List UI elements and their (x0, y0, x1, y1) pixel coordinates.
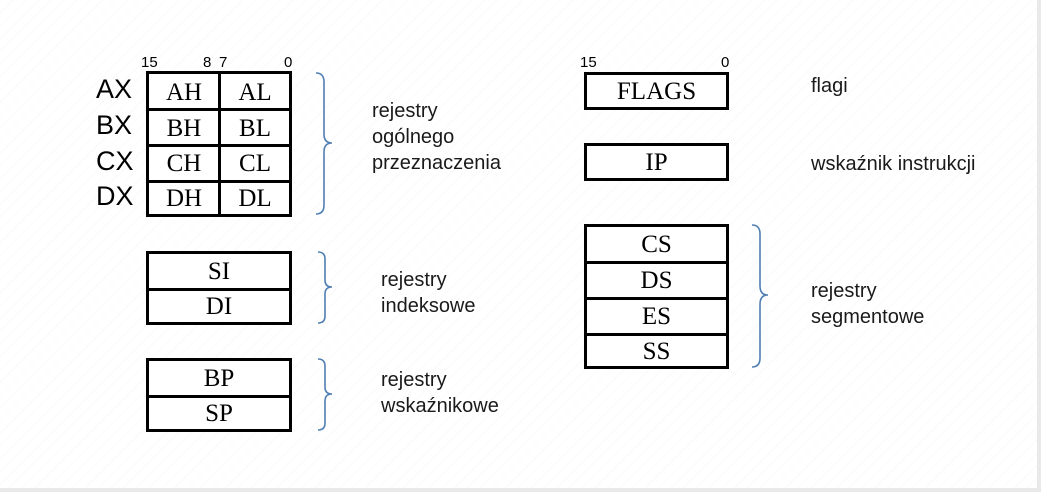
register-cell-di: DI (205, 293, 233, 320)
register-cell-ss: SS (642, 337, 671, 365)
register-cell-es: ES (587, 300, 726, 336)
label-flags: flagi (811, 75, 848, 97)
row-divider (149, 180, 289, 183)
register-cell-bp: BP (149, 361, 289, 398)
register-cell-sp: SP (205, 400, 233, 427)
register-cell-ds: DS (587, 264, 726, 300)
label-segment-line2: segmentowe (811, 306, 925, 328)
label-general-line3: przeznaczenia (372, 152, 501, 174)
brace-pointer (317, 358, 333, 431)
segment-register-table: CS DS ES SS (584, 224, 729, 369)
label-general-line1: rejestry (372, 100, 438, 122)
label-pointer-line1: rejestry (381, 369, 447, 391)
flags-register-table: FLAGS (584, 72, 729, 110)
register-name-cx: CX (96, 146, 134, 176)
row-divider (149, 108, 289, 111)
ip-register-table: IP (584, 143, 729, 181)
register-cell-cs: CS (587, 227, 726, 264)
register-name-dx: DX (96, 181, 134, 211)
brace-index (317, 251, 333, 324)
label-segment-line1: rejestry (811, 280, 877, 302)
bit-label-0: 0 (721, 54, 730, 71)
register-name-bx: BX (96, 110, 133, 140)
label-general-line2: ogólnego (372, 126, 455, 148)
row-divider (149, 144, 289, 147)
label-ip: wskaźnik instrukcji (811, 153, 976, 175)
general-register-table: AH AL BH BL CH CL DH DL (146, 71, 292, 217)
bit-label-7: 7 (219, 54, 228, 71)
slide-edge (0, 488, 1041, 492)
register-cell-bh: BH (166, 114, 202, 142)
label-index-line2: indeksowe (381, 295, 476, 317)
register-name-ax: AX (96, 74, 133, 104)
register-cell-dl: DL (238, 184, 272, 212)
brace-segment (751, 224, 769, 368)
register-cell-si: SI (149, 254, 289, 291)
register-cell-ip: IP (645, 148, 668, 176)
label-index-line1: rejestry (381, 269, 447, 291)
register-cell-cl: CL (239, 150, 271, 177)
register-cell-dh: DH (165, 184, 203, 212)
register-cell-ah: AH (165, 78, 203, 106)
bit-label-15: 15 (580, 54, 597, 71)
pointer-register-table: BP SP (146, 358, 292, 432)
bit-label-8: 8 (203, 54, 212, 71)
bit-label-15: 15 (141, 54, 158, 71)
register-cell-al: AL (238, 78, 272, 106)
slide-edge (1037, 0, 1041, 492)
register-cell-flags: FLAGS (616, 77, 697, 105)
bit-label-0: 0 (284, 54, 293, 71)
register-cell-bl: BL (239, 114, 271, 142)
brace-general (315, 72, 333, 215)
label-pointer-line2: wskaźnikowe (381, 395, 499, 417)
index-register-table: SI DI (146, 251, 292, 325)
register-cell-ch: CH (166, 150, 202, 177)
